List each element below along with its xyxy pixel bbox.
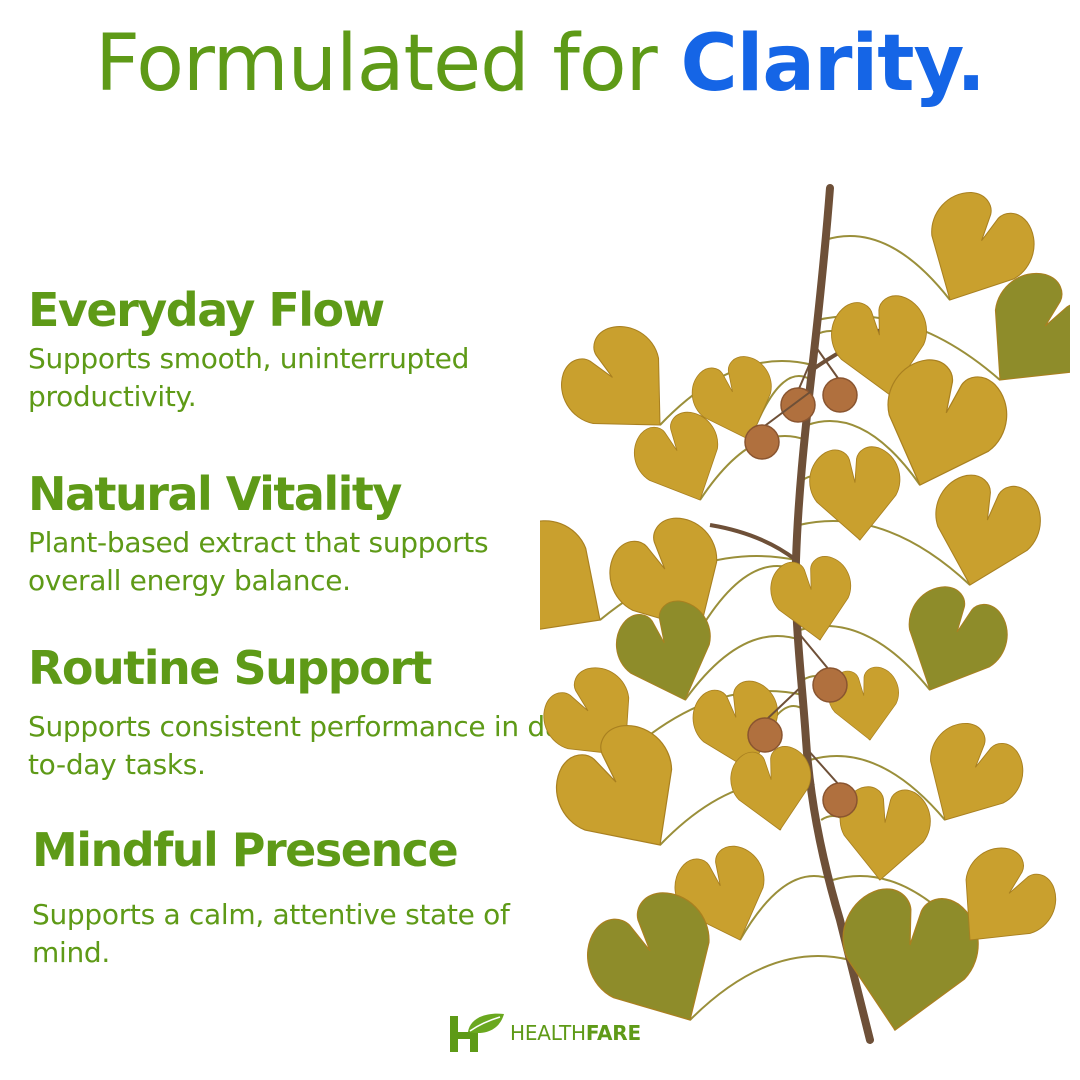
ginkgo-leaf	[884, 575, 1020, 712]
ginkgo-leaf	[918, 467, 1050, 600]
ginkgo-branch-illustration	[540, 180, 1070, 1052]
headline-emphasis: Clarity.	[680, 19, 985, 109]
leaf-stem	[798, 520, 971, 586]
feature-description: Supports consistent performance in day-t…	[28, 710, 588, 781]
leaf-stem	[807, 420, 921, 486]
leaf-stem	[684, 635, 801, 701]
ginkgo-berry	[780, 387, 816, 423]
leaf-stem	[689, 955, 851, 1021]
brand-name: HEALTHFARE	[510, 1021, 641, 1045]
feature-title: Everyday Flow	[28, 283, 385, 337]
feature-description: Supports a calm, attentive state of mind…	[32, 898, 510, 969]
ginkgo-berry	[812, 667, 848, 703]
feature-description: Plant-based extract that supports overal…	[28, 526, 489, 597]
brand-name-part1: HEALTH	[510, 1021, 586, 1045]
branch-stem	[791, 184, 874, 1044]
feature-title: Mindful Presence	[32, 823, 459, 877]
berry-stem	[799, 634, 831, 672]
leaf-stem	[739, 875, 833, 941]
feature-description: Supports smooth, uninterrupted productiv…	[28, 342, 470, 413]
feature-mindful-presence: Mindful Presence Supports a calm, attent…	[32, 820, 592, 972]
ginkgo-berry	[822, 377, 858, 413]
ginkgo-berry	[744, 424, 780, 460]
ginkgo-leaf	[827, 881, 987, 1043]
feature-everyday-flow: Everyday Flow Supports smooth, uninterru…	[28, 280, 588, 416]
brand-logo: HEALTHFARE	[448, 1010, 641, 1056]
feature-title: Natural Vitality	[28, 467, 402, 521]
berry-stem	[764, 684, 804, 722]
ginkgo-leaf	[765, 552, 860, 648]
berry-stem	[761, 391, 811, 429]
berry-stem	[813, 344, 841, 382]
berry-stem	[807, 749, 841, 787]
leaf-h-logo-icon	[450, 1013, 504, 1052]
page-headline: Formulated for Clarity.	[0, 14, 1080, 114]
ginkgo-berry	[822, 782, 858, 818]
ginkgo-leaf	[806, 444, 906, 545]
berry-stem	[797, 354, 815, 392]
leaf-stem	[809, 755, 946, 821]
feature-routine-support: Routine Support Supports consistent perf…	[28, 638, 588, 784]
ginkgo-berry	[747, 717, 783, 753]
feature-natural-vitality: Natural Vitality Plant-based extract tha…	[28, 464, 588, 600]
headline-lead: Formulated for	[95, 19, 681, 109]
feature-title: Routine Support	[28, 641, 433, 695]
brand-name-part2: FARE	[585, 1021, 641, 1045]
leaf-stem	[824, 235, 951, 301]
branch-twig	[709, 523, 798, 562]
